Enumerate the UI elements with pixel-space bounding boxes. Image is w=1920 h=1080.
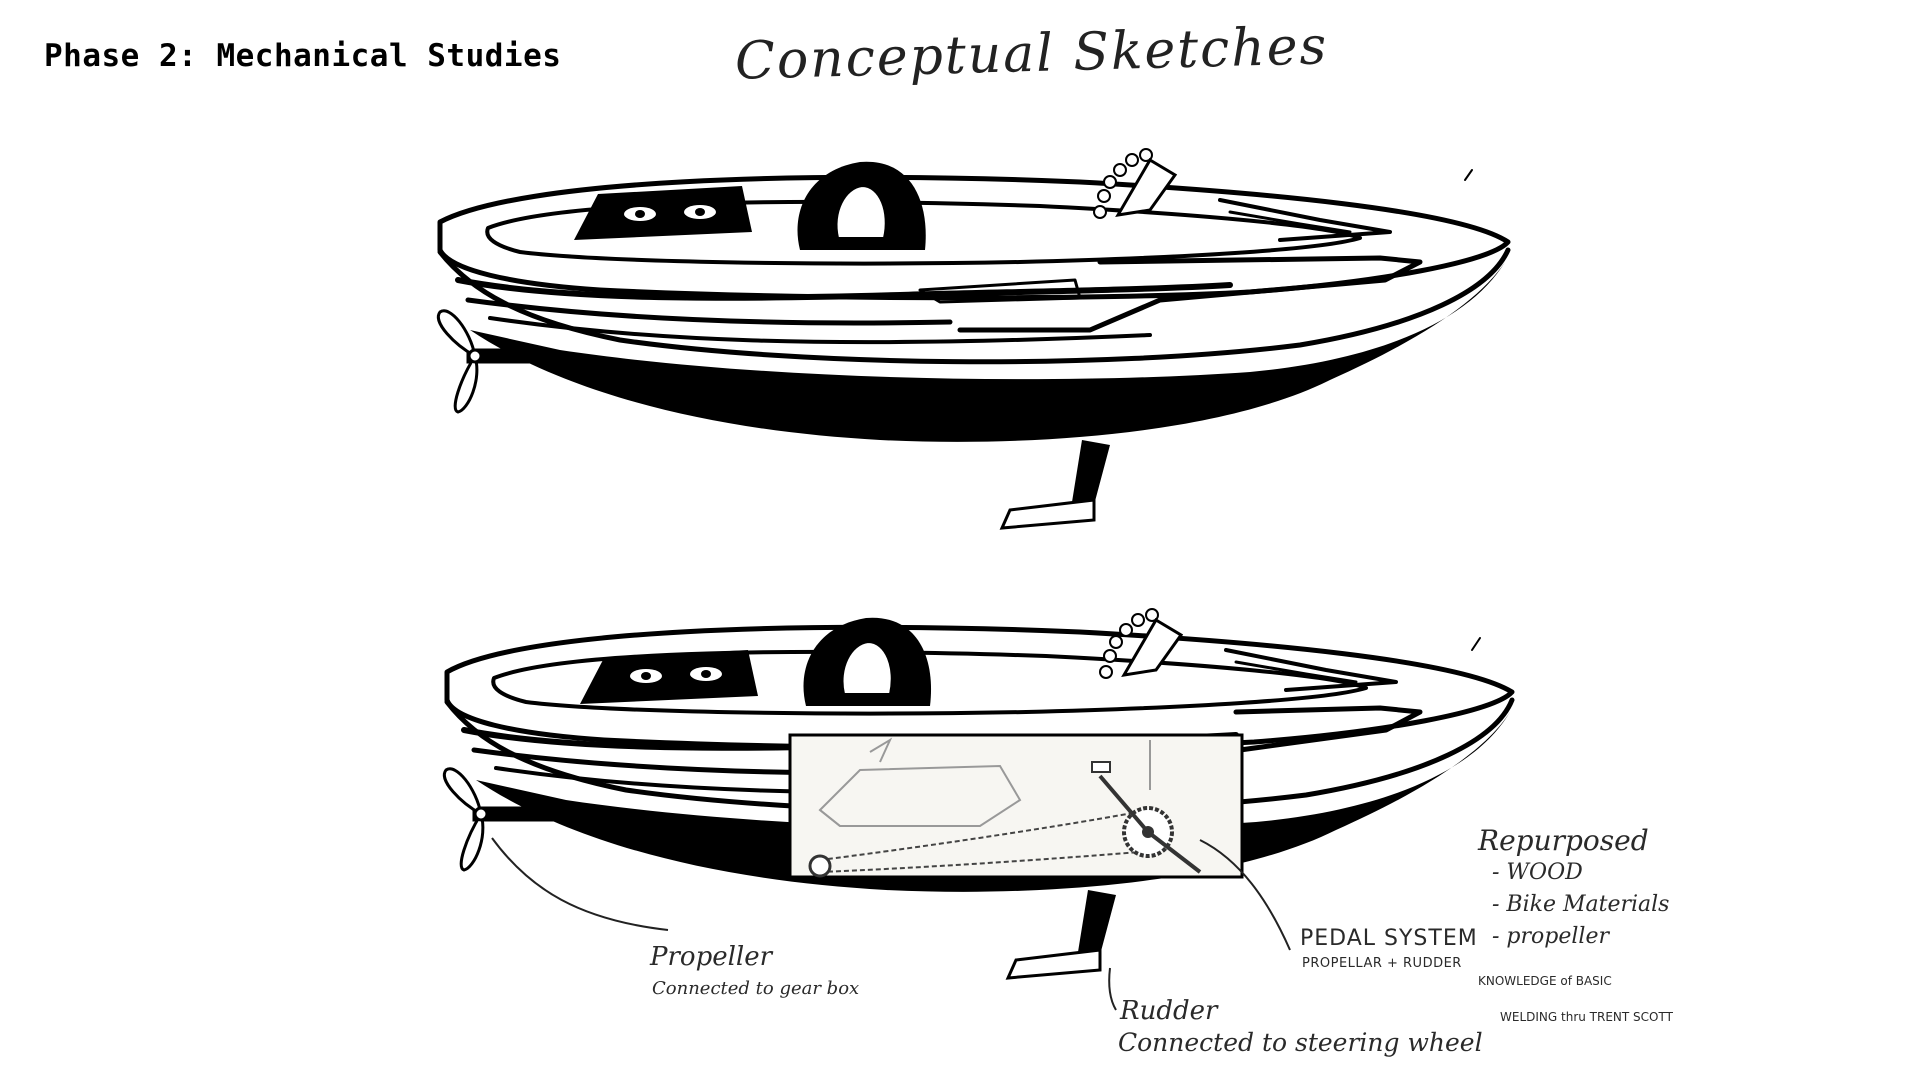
boat-keel-top [470,262,1505,442]
notes-knowledge-line-2: WELDING thru TRENT SCOTT [1500,1010,1673,1024]
chain-top [1093,148,1178,219]
propeller-label: Propeller [650,942,773,972]
rudder-label: Rudder [1120,996,1218,1026]
pedal-system-label: PEDAL SYSTEM [1300,926,1478,951]
rudder-sub-label: Connected to steering wheel [1118,1028,1483,1057]
hatch-bottom [580,650,758,704]
leader-lines [491,837,1291,1011]
seat-bottom [803,617,932,706]
rudder-bottom [1005,890,1116,980]
notes-item-bike: - Bike Materials [1492,892,1670,917]
chain-bottom [1099,608,1184,679]
rudder-top [999,440,1110,530]
notes-title: Repurposed [1478,824,1649,857]
seat-top [797,161,926,250]
propeller-bottom [442,767,556,872]
page-title: Phase 2: Mechanical Studies [44,38,562,74]
boat-keel-bottom [476,712,1510,892]
pedal-cutaway [788,733,1244,879]
notes-item-wood: - WOOD [1492,860,1583,885]
propeller-sub-label: Connected to gear box [652,978,860,999]
propeller-top [436,309,550,414]
pedal-system-sub-label: PROPELLAR + RUDDER [1302,956,1462,971]
notes-knowledge-line-1: KNOWLEDGE of BASIC [1478,974,1612,988]
repurposed-notes: Repurposed - WOOD - Bike Materials - pro… [1478,824,1673,1025]
hatch-top [574,186,752,240]
notes-item-propeller: - propeller [1492,924,1609,949]
